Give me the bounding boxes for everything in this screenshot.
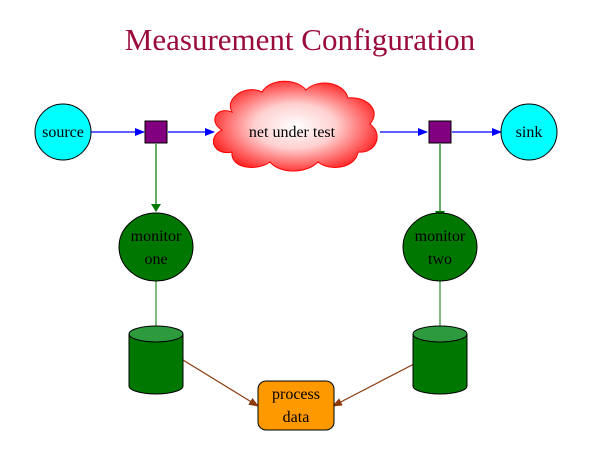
net-under-test-label: net under test	[248, 124, 336, 141]
monitor-one-label-line1: monitor	[130, 228, 182, 245]
data-store-one	[128, 325, 184, 395]
process-data-node	[257, 380, 335, 431]
process-label-line1: process	[272, 386, 320, 403]
monitor-two-label-line1: monitor	[414, 228, 466, 245]
source-node	[34, 103, 92, 161]
sink-label: sink	[515, 124, 543, 141]
tap-node-one	[144, 120, 168, 144]
diagram-title: Measurement Configuration	[124, 22, 476, 57]
data-arrow-store-two-to-process	[332, 363, 415, 407]
data-store-two	[412, 325, 468, 395]
monitor-two-label-line2: two	[428, 251, 452, 268]
monitor-one-label-line2: one	[144, 251, 168, 268]
monitor-two-node	[402, 212, 478, 282]
tap-node-two	[428, 120, 452, 144]
net-under-test-cloud	[212, 80, 378, 172]
source-label: source	[42, 124, 84, 141]
process-label-line2: data	[282, 409, 310, 426]
monitor-one-node	[118, 212, 194, 282]
sink-node	[500, 103, 558, 161]
data-arrow-store-one-to-process	[182, 359, 259, 407]
